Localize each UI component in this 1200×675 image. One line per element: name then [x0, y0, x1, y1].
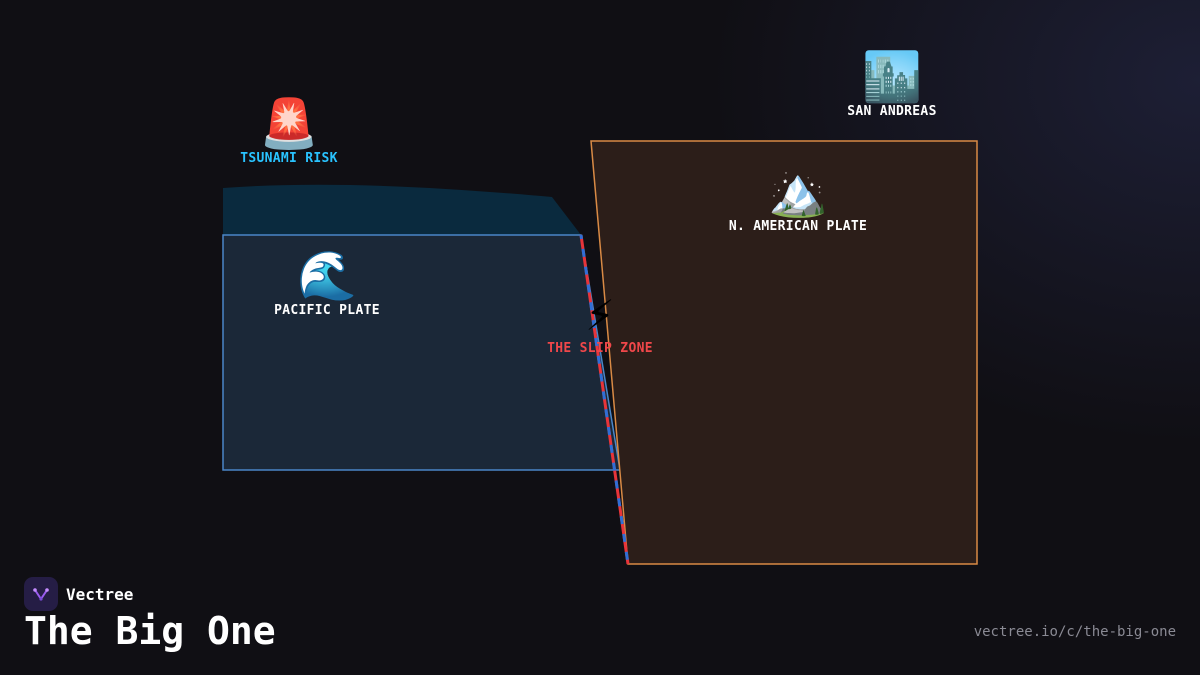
slip-zone-node: ⚡ THE SLIP ZONE [547, 287, 653, 356]
pacific-plate-node: 🌊 PACIFIC PLATE [274, 249, 380, 318]
page-title: The Big One [24, 609, 276, 653]
rotating-light-icon: 🚨 [259, 96, 319, 152]
vectree-logo-icon [24, 577, 58, 611]
water-wave-icon: 🌊 [297, 248, 357, 304]
n-american-plate-node: 🏔️ N. AMERICAN PLATE [729, 165, 867, 234]
san-andreas-node: 🏙️ SAN ANDREAS [847, 50, 936, 119]
brand: Vectree [24, 577, 133, 611]
north-american-plate-block [590, 140, 978, 565]
brand-name: Vectree [66, 584, 134, 604]
tsunami-risk-label: TSUNAMI RISK [240, 151, 338, 166]
lightning-icon: ⚡ [585, 286, 615, 342]
slip-zone-label: THE SLIP ZONE [547, 341, 653, 356]
san-andreas-label: SAN ANDREAS [847, 104, 937, 119]
mountain-icon: 🏔️ [768, 164, 828, 220]
n-american-plate-label: N. AMERICAN PLATE [728, 219, 868, 234]
ocean-water [223, 184, 581, 235]
source-url[interactable]: vectree.io/c/the-big-one [973, 624, 1176, 640]
pacific-plate-label: PACIFIC PLATE [274, 303, 380, 318]
tsunami-risk-node: 🚨 TSUNAMI RISK [240, 97, 338, 166]
cityscape-icon: 🏙️ [862, 49, 922, 105]
fault-line-dashes [579, 234, 630, 565]
